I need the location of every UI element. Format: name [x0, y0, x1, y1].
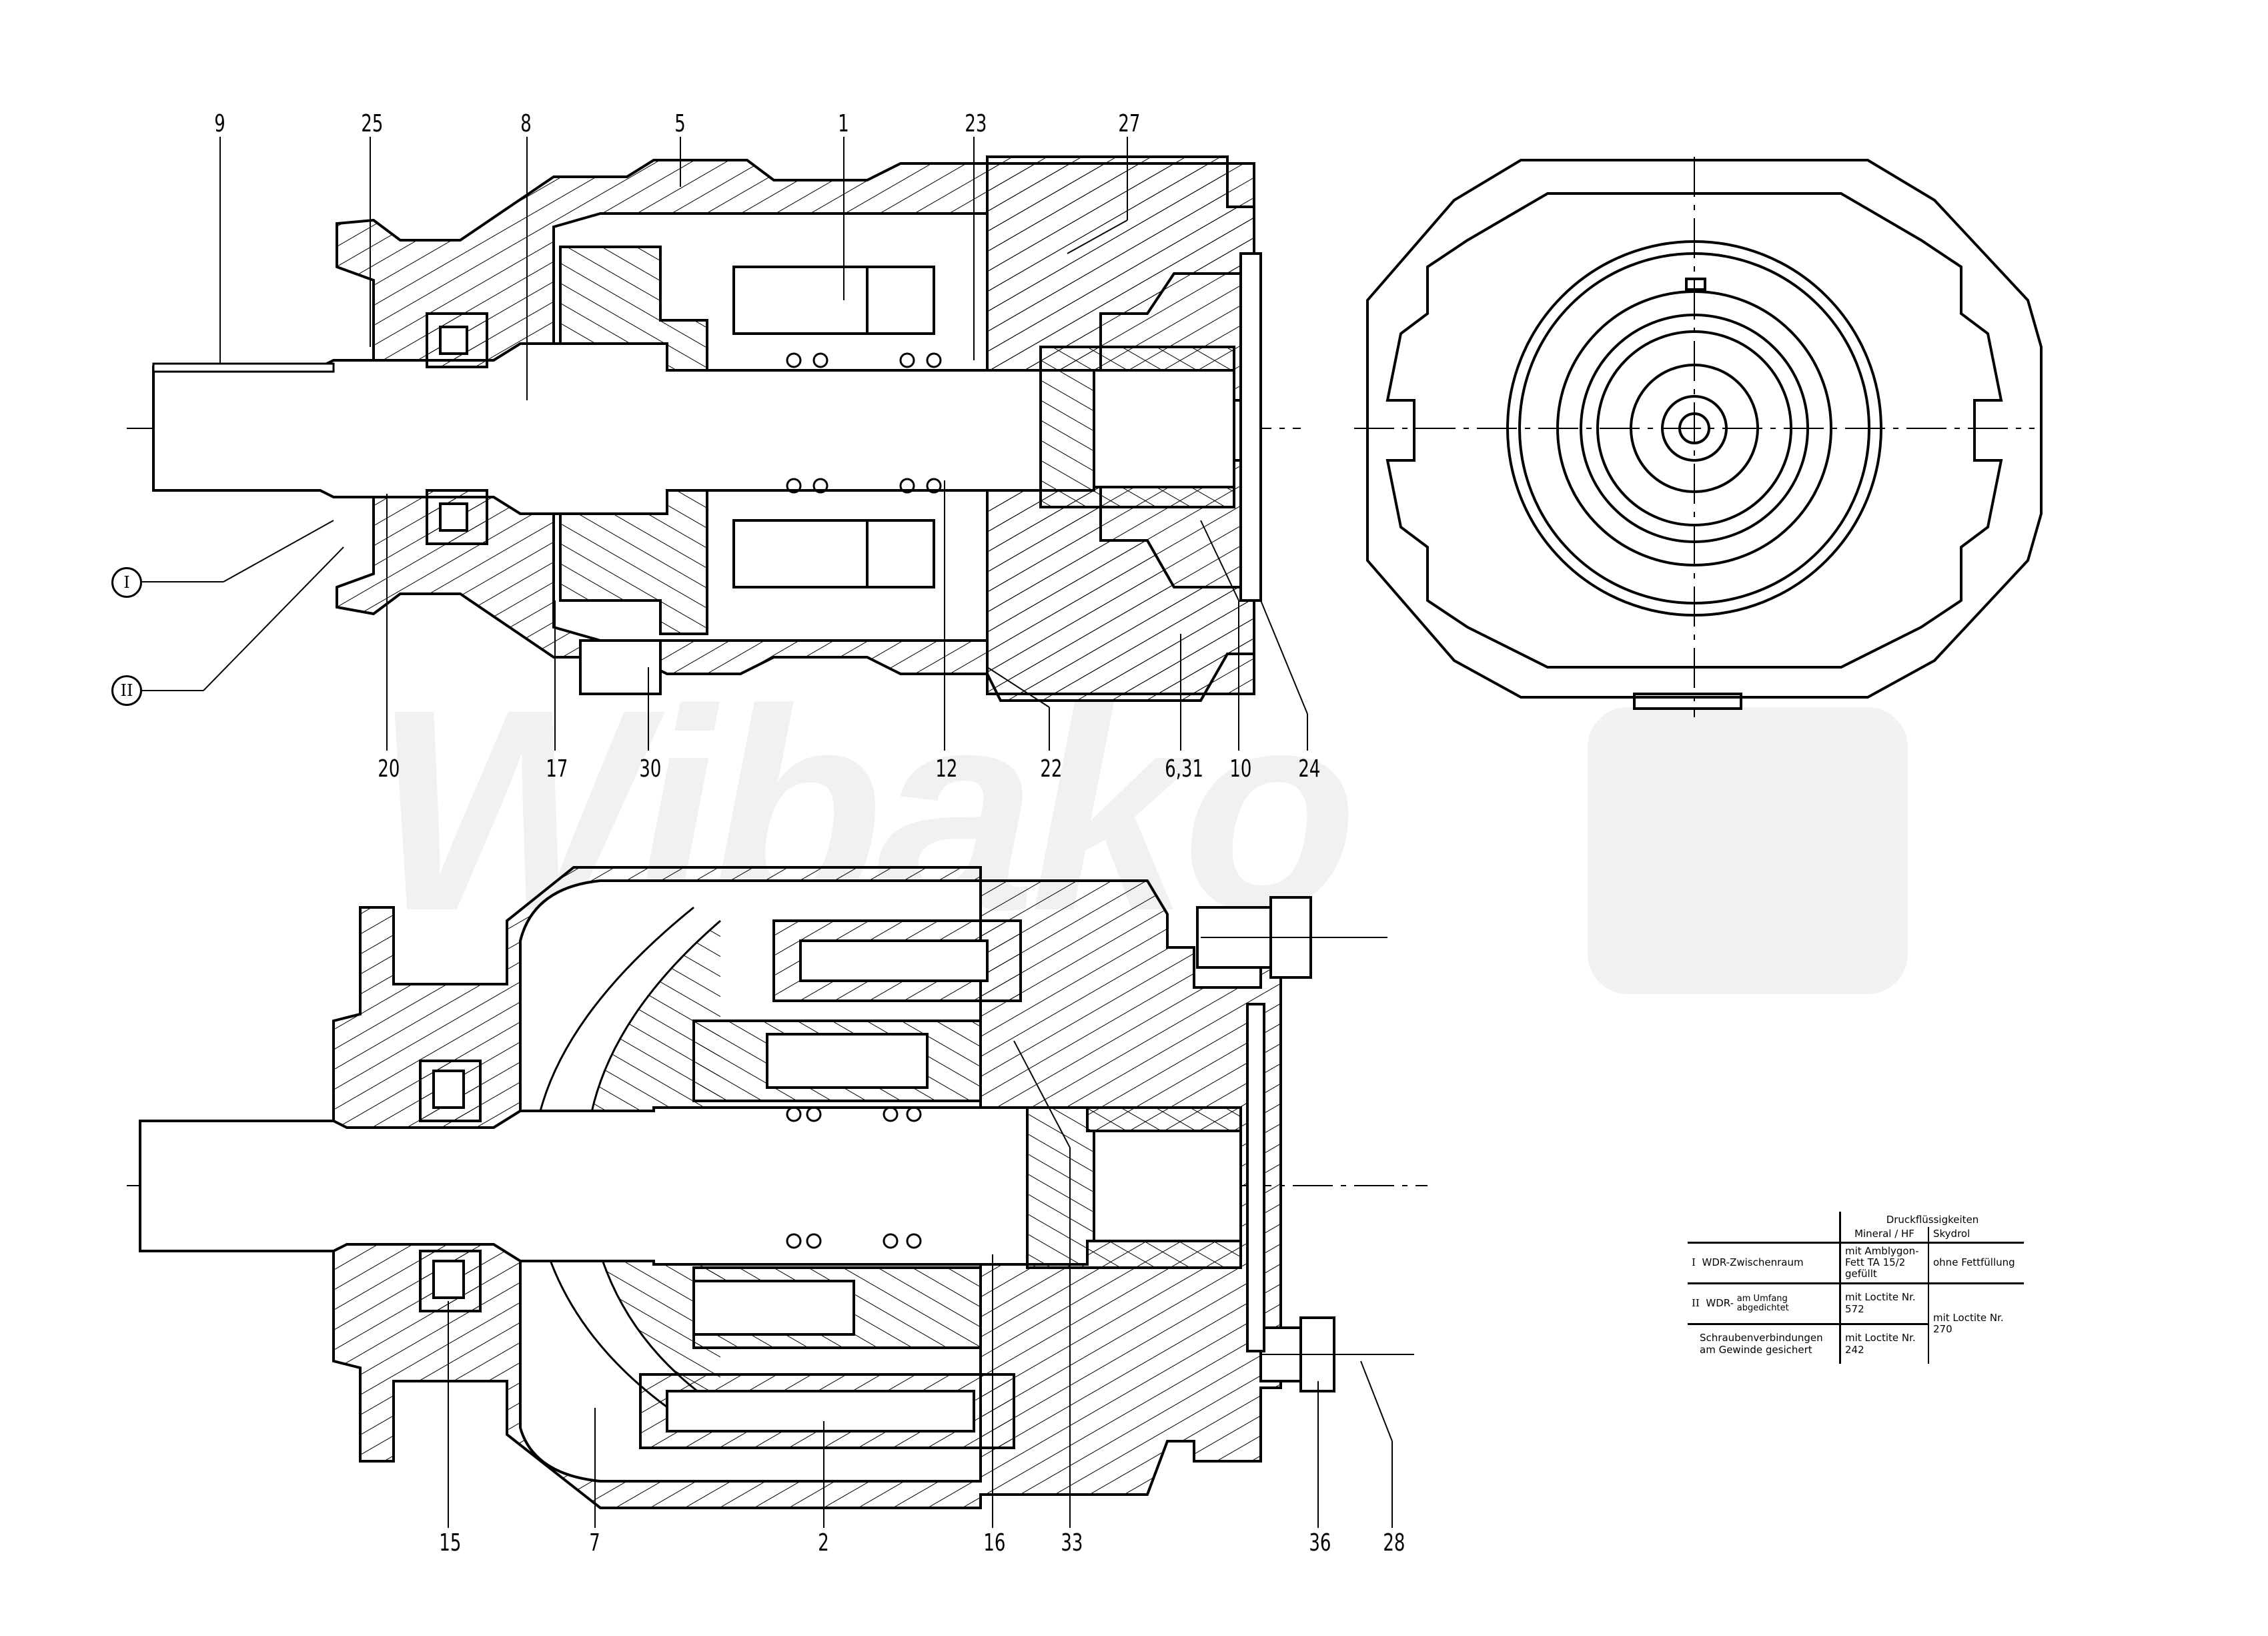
- part-label: 12: [935, 755, 958, 783]
- part-label: 28: [1383, 1529, 1405, 1557]
- part-label: 30: [639, 755, 662, 783]
- callout-I: I: [111, 567, 142, 598]
- part-label: 23: [965, 110, 987, 137]
- table-col-mineral: Mineral / HF: [1839, 1227, 1928, 1242]
- view1-end-view: [1354, 157, 2043, 717]
- view1-section: [127, 137, 1308, 751]
- part-label: 8: [520, 110, 532, 137]
- part-label: 27: [1118, 110, 1141, 137]
- part-label: 36: [1309, 1529, 1331, 1557]
- part-label: 10: [1229, 755, 1252, 783]
- table-col-skydrol: Skydrol: [1928, 1227, 2024, 1242]
- view2-section: [127, 866, 1428, 1528]
- part-label: 33: [1061, 1529, 1083, 1557]
- table-header-group: Druckflüssigkeiten: [1839, 1212, 2024, 1228]
- part-label: 15: [439, 1529, 462, 1557]
- part-label: 9: [214, 110, 225, 137]
- part-label: 24: [1298, 755, 1321, 783]
- table-row: I WDR-Zwischenraum mit Amblygon-Fett TA …: [1688, 1241, 2024, 1283]
- fluid-spec-table: Druckflüssigkeiten Mineral / HF Skydrol …: [1688, 1212, 2024, 1364]
- part-label: 7: [589, 1529, 600, 1557]
- part-label: 2: [818, 1529, 829, 1557]
- part-label: 17: [546, 755, 568, 783]
- part-label: 22: [1040, 755, 1063, 783]
- callout-II: II: [111, 675, 142, 706]
- watermark-logo-icon: [1588, 707, 1908, 994]
- part-label: 1: [838, 110, 849, 137]
- part-label: 25: [361, 110, 384, 137]
- part-label: 16: [983, 1529, 1006, 1557]
- part-label: 6,31: [1165, 755, 1203, 783]
- part-label: 20: [378, 755, 400, 783]
- part-label: 5: [674, 110, 686, 137]
- table-row: Schraubenverbindungen am Gewinde gesiche…: [1688, 1322, 2024, 1364]
